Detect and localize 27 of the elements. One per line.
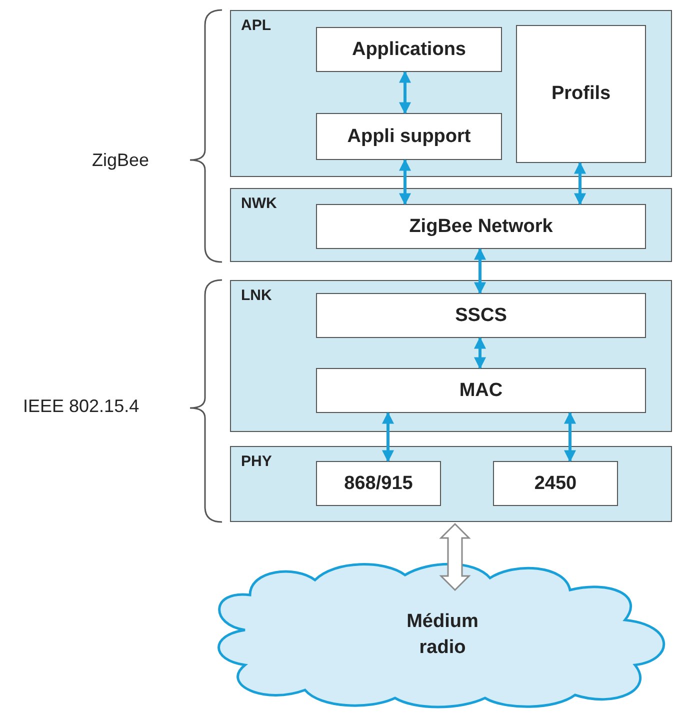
module-box: Appli support	[316, 113, 502, 160]
double-arrow	[564, 412, 576, 462]
layer-band	[230, 10, 672, 177]
layer-band	[230, 280, 672, 432]
double-arrow	[399, 158, 411, 206]
module-box: MAC	[316, 368, 646, 413]
double-arrow	[574, 162, 586, 206]
layer-name: PHY	[241, 453, 272, 470]
layer-band	[230, 188, 672, 262]
module-box: ZigBee Network	[316, 204, 646, 249]
double-arrow	[474, 336, 486, 370]
cloud-label: Médium radio	[406, 610, 480, 660]
layer-name: NWK	[241, 195, 277, 212]
module-box: 868/915	[316, 461, 441, 506]
double-arrow	[474, 248, 486, 294]
module-box: SSCS	[316, 293, 646, 338]
double-arrow	[382, 412, 394, 462]
layer-name: APL	[241, 17, 271, 34]
protocol-label: ZigBee	[92, 150, 150, 171]
protocol-label: IEEE 802.15.4	[23, 396, 140, 417]
module-box: 2450	[493, 461, 618, 506]
layer-name: LNK	[241, 287, 272, 304]
double-arrow	[399, 70, 411, 114]
module-box: Applications	[316, 27, 502, 72]
double-arrow	[439, 522, 471, 592]
layer-band	[230, 446, 672, 522]
module-box: Profils	[516, 25, 646, 163]
